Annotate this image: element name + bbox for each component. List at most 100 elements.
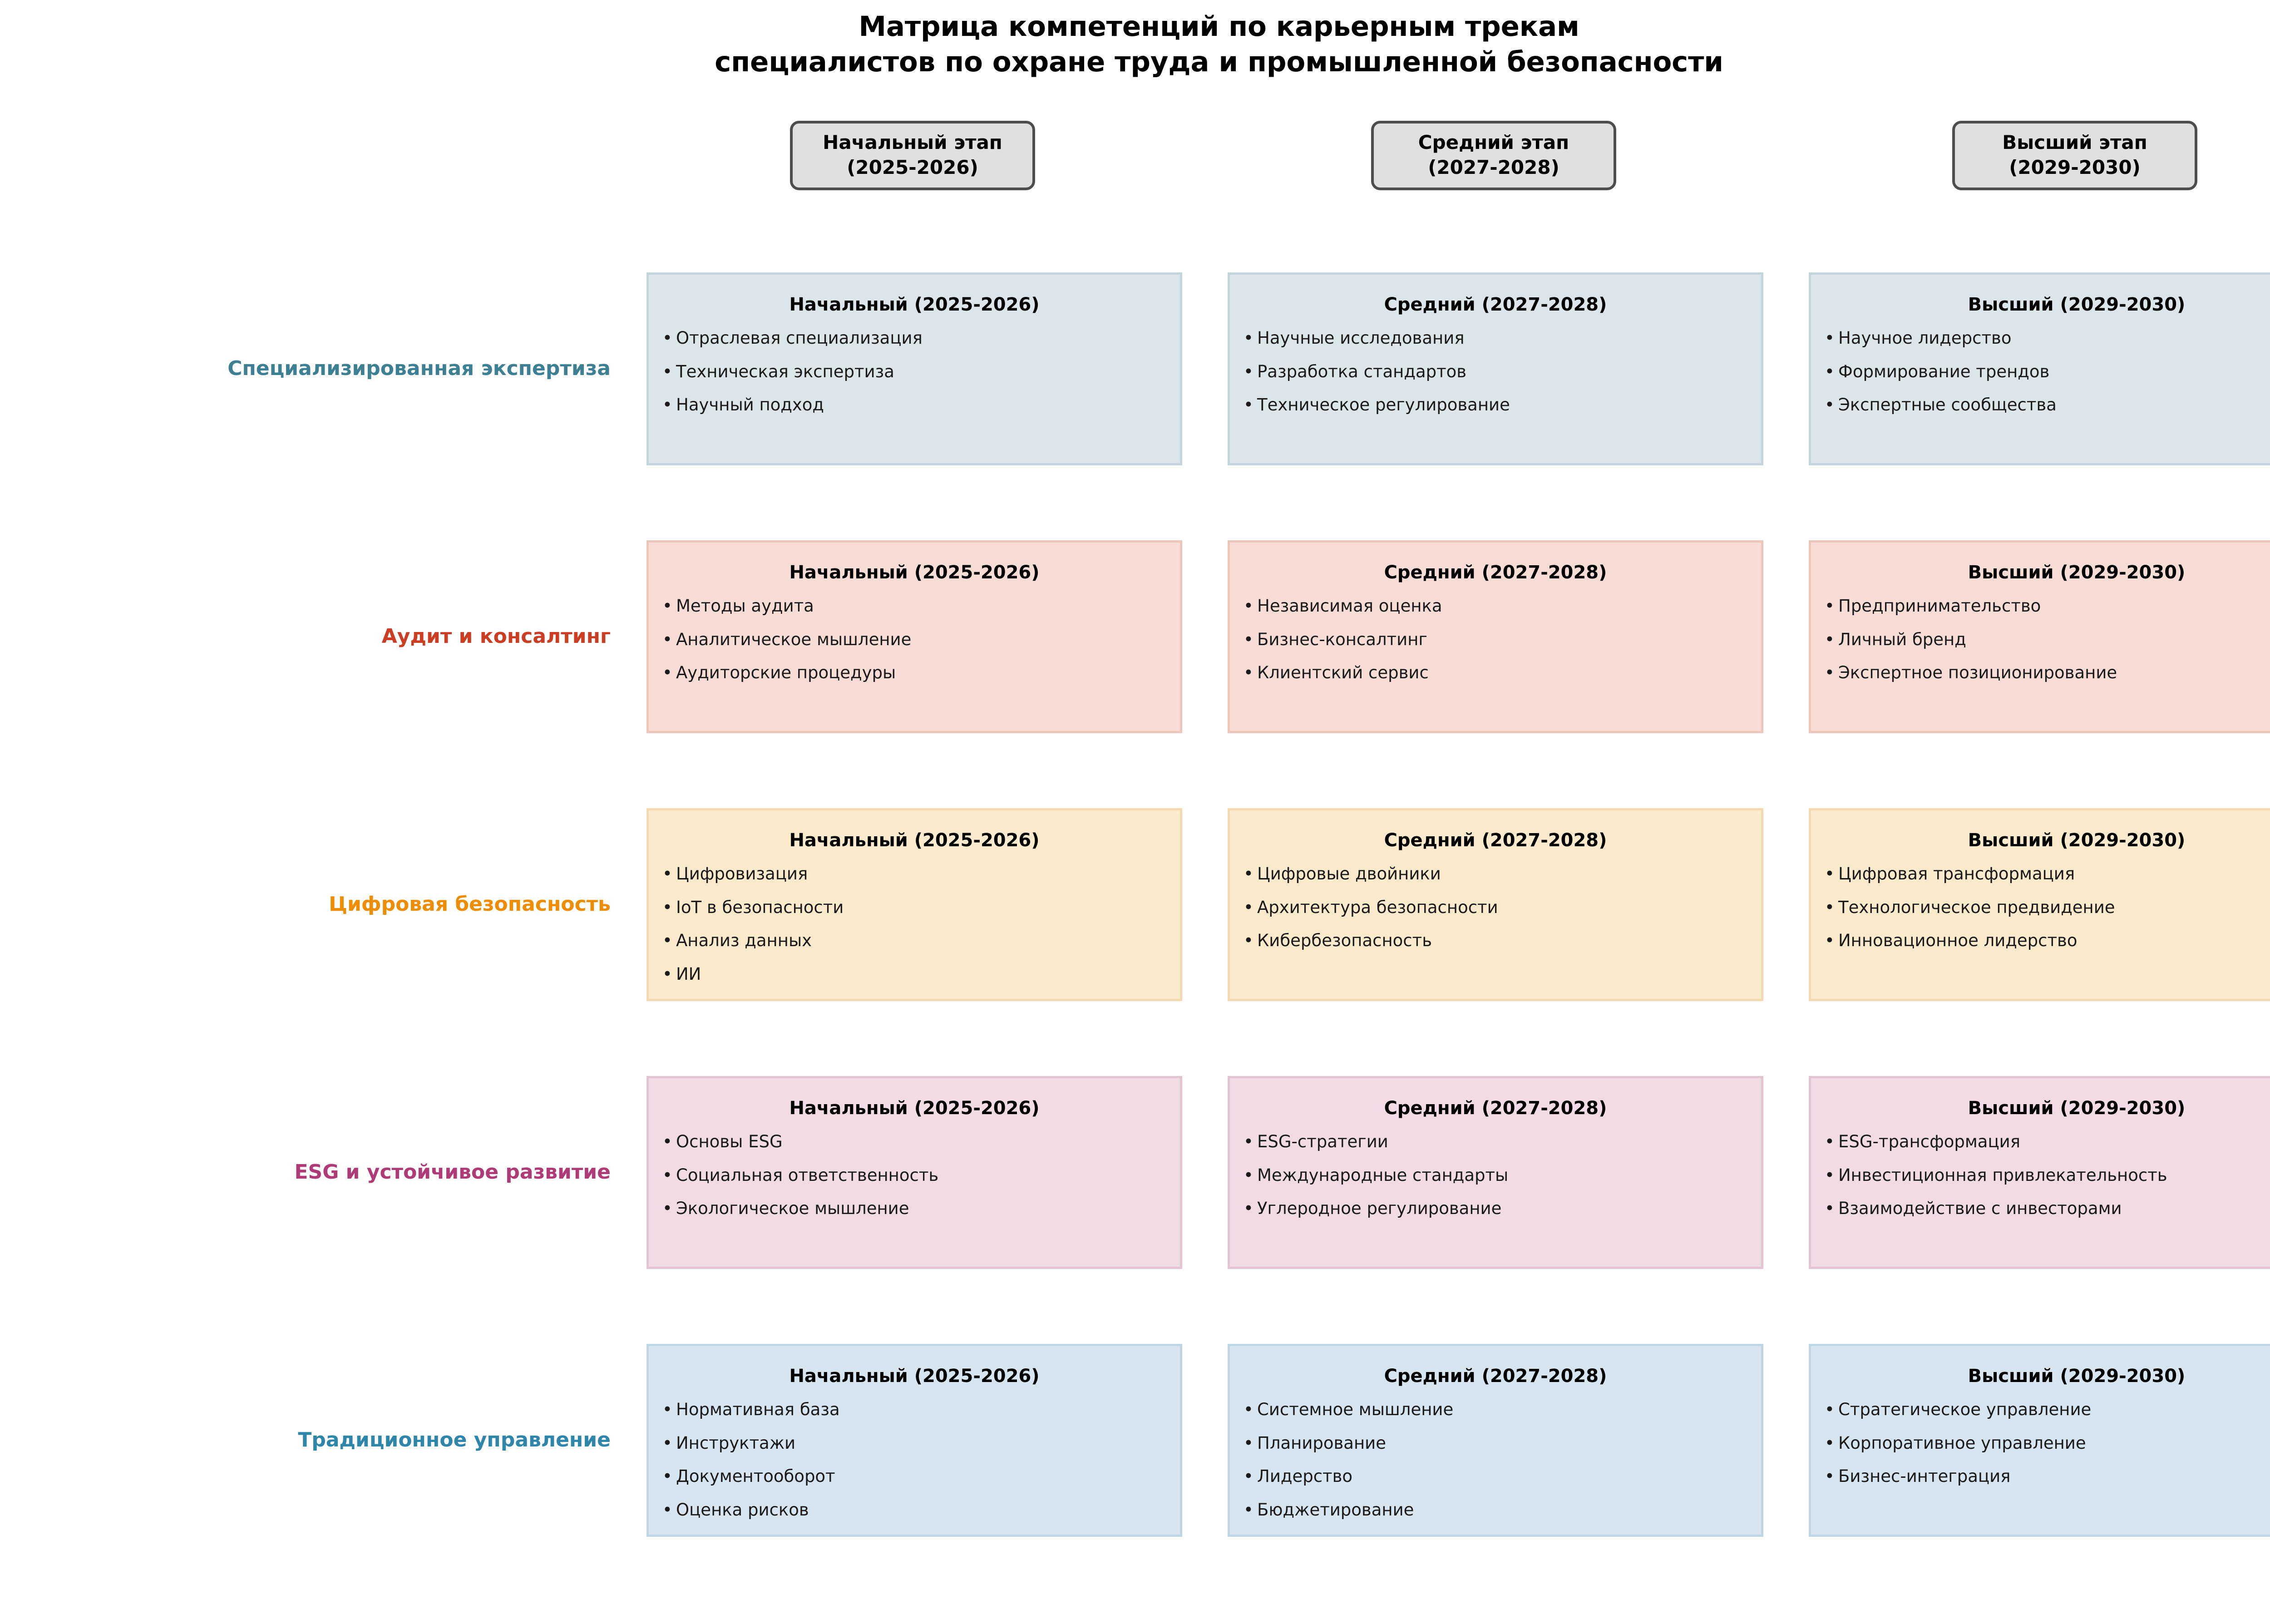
competency-item-label: Техническая экспертиза — [676, 361, 894, 381]
stage-header-years: (2025-2026) — [847, 156, 978, 179]
card-heading: Начальный (2025-2026) — [789, 562, 1040, 583]
competency-item-label: Цифровая трансформация — [1838, 864, 2075, 884]
competency-card-digital-stage-1[interactable]: Начальный (2025-2026) •Цифровизация•IoT в… — [646, 808, 1182, 1001]
bullet-icon: • — [1825, 1466, 1835, 1486]
card-heading: Начальный (2025-2026) — [789, 830, 1040, 851]
competency-item: •Методы аудита — [662, 596, 1166, 616]
competency-card-esg-stage-3[interactable]: Высший (2029-2030)•ESG-трансформация•Инв… — [1809, 1076, 2270, 1269]
competency-item-label: Нормативная база — [676, 1400, 840, 1419]
competency-item: •Экспертное позиционирование — [1825, 663, 2270, 683]
competency-item: •Цифровые двойники — [1244, 864, 1747, 884]
competency-item-label: ESG-трансформация — [1838, 1132, 2020, 1151]
competency-card-expertiza-stage-3[interactable]: Высший (2029-2030)•Научное лидерство•Фор… — [1809, 272, 2270, 465]
bullet-icon: • — [662, 1199, 672, 1219]
competency-item-label: Предпринимательство — [1838, 596, 2041, 616]
competency-list: •Научное лидерство•Формирование трендов•… — [1825, 328, 2270, 415]
competency-item-label: Документооборот — [676, 1466, 835, 1486]
track-label-audit: Аудит и консалтинг — [381, 625, 611, 648]
bullet-icon: • — [1825, 1165, 1835, 1185]
page-title-line-2: специалистов по охране труда и промышлен… — [715, 46, 1723, 79]
track-cards-expertiza: Начальный (2025-2026)•Отраслевая специал… — [646, 272, 2270, 540]
bullet-icon: • — [1825, 596, 1835, 616]
competency-card-digital-stage-3[interactable]: Высший (2029-2030) •Цифровая трансформаци… — [1809, 808, 2270, 1001]
stage-header-sredniy: Средний этап (2027-2028) — [1371, 121, 1616, 190]
bullet-icon: • — [662, 864, 672, 884]
bullet-icon: • — [662, 964, 672, 984]
competency-item: •Инструктажи — [662, 1433, 1166, 1453]
competency-item-label: Научные исследования — [1257, 328, 1465, 348]
bullet-icon: • — [1244, 663, 1253, 683]
stage-header-name: Начальный этап — [823, 131, 1002, 153]
competency-item-label: ИИ — [676, 964, 701, 984]
competency-card-traditional-stage-1[interactable]: Начальный (2025-2026)•Нормативная база•И… — [646, 1344, 1182, 1537]
card-heading: Высший (2029-2030) — [1968, 830, 2186, 851]
competency-item: •Цифровая трансформация — [1825, 864, 2270, 884]
bullet-icon: • — [662, 1132, 672, 1151]
competency-item: •Научный подход — [662, 395, 1166, 415]
competency-item: •Международные стандарты — [1244, 1165, 1747, 1185]
competency-item-label: Цифровые двойники — [1257, 864, 1441, 884]
competency-item: •Аналитическое мышление — [662, 630, 1166, 650]
competency-list: •ESG-стратегии•Международные стандарты•У… — [1244, 1132, 1747, 1219]
bullet-icon: • — [1825, 1132, 1835, 1151]
bullet-icon: • — [1825, 361, 1835, 381]
competency-item-label: Основы ESG — [676, 1132, 783, 1151]
competency-item-label: Личный бренд — [1838, 629, 1966, 649]
bullet-icon: • — [1244, 395, 1253, 415]
competency-item-label: Кибербезопасность — [1257, 931, 1432, 951]
track-cards-traditional: Начальный (2025-2026)•Нормативная база•И… — [646, 1344, 2270, 1612]
bullet-icon: • — [662, 1400, 672, 1419]
competency-card-audit-stage-2[interactable]: Средний (2027-2028)•Независимая оценка•Б… — [1228, 540, 1763, 733]
competency-item: •Социальная ответственность — [662, 1165, 1166, 1185]
bullet-icon: • — [1825, 663, 1835, 683]
competency-list: •Цифровизация•IoT в безопасности•Анализ … — [662, 864, 1166, 984]
competency-item-label: Научное лидерство — [1838, 328, 2012, 348]
competency-item: •Оценка рисков — [662, 1500, 1166, 1520]
competency-item-label: Техническое регулирование — [1257, 395, 1510, 415]
competency-card-audit-stage-1[interactable]: Начальный (2025-2026) •Методы аудита •Анал… — [646, 540, 1182, 733]
competency-item: •ИИ — [662, 964, 1166, 984]
stage-header-nachalnyy: Начальный этап (2025-2026) — [790, 121, 1035, 190]
competency-card-audit-stage-3[interactable]: Высший (2029-2030)•Предпринимательство•Л… — [1809, 540, 2270, 733]
competency-item-label: ESG-стратегии — [1257, 1132, 1388, 1151]
page-title: Матрица компетенций по карьерным трекам … — [0, 9, 2270, 80]
bullet-icon: • — [1244, 1433, 1253, 1453]
competency-card-traditional-stage-2[interactable]: Средний (2027-2028)•Системное мышление•П… — [1228, 1344, 1763, 1537]
track-row-traditional: Традиционное управление Начальный (2025-2… — [0, 1344, 2270, 1612]
competency-item: •Документооборот — [662, 1466, 1166, 1486]
competency-item-label: Экспертное позиционирование — [1838, 663, 2117, 683]
competency-item-label: Бизнес-интеграция — [1838, 1466, 2011, 1486]
competency-item-label: Стратегическое управление — [1838, 1400, 2092, 1419]
bullet-icon: • — [1825, 1199, 1835, 1219]
competency-item-label: Экологическое мышление — [676, 1199, 909, 1219]
competency-item-label: Аналитическое мышление — [676, 629, 912, 649]
competency-item-label: Экспертные сообщества — [1838, 395, 2057, 415]
card-heading: Высший (2029-2030) — [1968, 1098, 2186, 1119]
track-label-esg: ESG и устойчивое развитие — [294, 1160, 611, 1184]
competency-item: •Технологическое предвидение — [1825, 898, 2270, 918]
bullet-icon: • — [662, 1500, 672, 1520]
card-heading: Средний (2027-2028) — [1384, 1366, 1607, 1387]
competency-card-expertiza-stage-1[interactable]: Начальный (2025-2026)•Отраслевая специал… — [646, 272, 1182, 465]
competency-item-label: Отраслевая специализация — [676, 328, 923, 348]
track-row-esg: ESG и устойчивое развитие Начальный (2025… — [0, 1076, 2270, 1344]
bullet-icon: • — [1244, 596, 1253, 616]
bullet-icon: • — [662, 395, 672, 415]
bullet-icon: • — [1244, 361, 1253, 381]
competency-item: •Инновационное лидерство — [1825, 931, 2270, 951]
competency-item-label: Инструктажи — [676, 1433, 796, 1453]
competency-card-digital-stage-2[interactable]: Средний (2027-2028)•Цифровые двойники•Ар… — [1228, 808, 1763, 1001]
competency-card-esg-stage-2[interactable]: Средний (2027-2028)•ESG-стратегии•Междун… — [1228, 1076, 1763, 1269]
competency-card-expertiza-stage-2[interactable]: Средний (2027-2028)•Научные исследования… — [1228, 272, 1763, 465]
competency-item: •Личный бренд — [1825, 630, 2270, 650]
competency-card-traditional-stage-3[interactable]: Высший (2029-2030)•Стратегическое управл… — [1809, 1344, 2270, 1537]
competency-card-esg-stage-1[interactable]: Начальный (2025-2026)•Основы ESG•Социаль… — [646, 1076, 1182, 1269]
card-heading: Средний (2027-2028) — [1384, 830, 1607, 851]
track-label-traditional: Традиционное управление — [298, 1428, 611, 1451]
track-cards-esg: Начальный (2025-2026)•Основы ESG•Социаль… — [646, 1076, 2270, 1344]
competency-item: •Аудиторские процедуры — [662, 663, 1166, 683]
competency-item: •Техническое регулирование — [1244, 395, 1747, 415]
